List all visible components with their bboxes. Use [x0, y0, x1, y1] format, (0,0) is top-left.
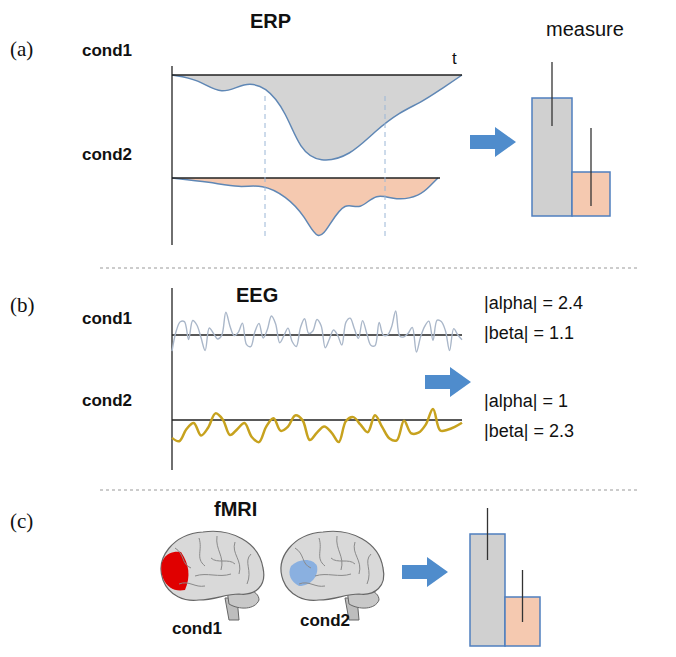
gyrus: [199, 538, 205, 566]
arrow: [425, 367, 471, 397]
erp-fill: [172, 178, 438, 236]
gyrus: [315, 574, 351, 576]
panel-letter: (c): [10, 510, 33, 533]
gyrus: [331, 558, 355, 564]
erp-fill: [172, 75, 462, 160]
cortex: [161, 531, 264, 600]
erp-curve: [172, 75, 462, 160]
gyrus: [234, 542, 240, 574]
panel-letter: (a): [10, 38, 33, 61]
condition-label: cond1: [82, 42, 132, 61]
cortex: [281, 531, 384, 600]
gyrus: [179, 583, 205, 586]
panel-title: EEG: [236, 284, 278, 306]
gyrus: [175, 548, 191, 568]
panel-title: ERP: [250, 10, 291, 32]
gyrus: [354, 542, 360, 574]
active-region: [161, 552, 188, 591]
separator: [100, 490, 640, 491]
baseline: [172, 334, 462, 335]
erp-curve: [172, 178, 438, 236]
panel-title: fMRI: [214, 498, 257, 520]
gyrus: [337, 536, 342, 570]
brain: [161, 531, 264, 620]
axis-label: t: [452, 50, 457, 69]
arrow: [470, 127, 516, 157]
baseline: [172, 419, 462, 420]
baseline: [172, 177, 440, 178]
gyrus: [247, 554, 251, 584]
gyrus: [367, 554, 371, 584]
band-value: |alpha| = 1: [484, 392, 568, 412]
gyrus: [319, 538, 325, 566]
gyrus: [195, 574, 231, 576]
gyrus: [217, 536, 222, 570]
separator: [100, 268, 640, 269]
error-bar: [590, 128, 591, 206]
condition-label: cond2: [82, 146, 132, 165]
eeg-trace: [172, 409, 462, 442]
error-bar: [551, 62, 552, 126]
axis: [171, 288, 172, 470]
window-line: [265, 96, 266, 240]
band-value: |alpha| = 2.4: [484, 294, 583, 314]
measure-label: measure: [546, 18, 624, 40]
band-value: |beta| = 1.1: [484, 324, 574, 344]
axis: [171, 66, 172, 245]
condition-label: cond1: [172, 620, 222, 639]
gyrus: [295, 548, 311, 568]
gyrus: [211, 558, 235, 564]
condition-label: cond1: [82, 310, 132, 329]
condition-label: cond2: [82, 392, 132, 411]
brain: [281, 531, 384, 620]
error-bar: [487, 508, 488, 560]
active-region: [289, 560, 317, 586]
band-value: |beta| = 2.3: [484, 422, 574, 442]
panel-letter: (b): [10, 294, 35, 317]
arrow: [402, 557, 448, 587]
condition-label: cond2: [300, 612, 350, 631]
gyrus: [299, 583, 325, 586]
baseline: [172, 74, 462, 75]
eeg-trace: [172, 311, 462, 352]
error-bar: [522, 570, 523, 622]
window-line: [385, 96, 386, 240]
